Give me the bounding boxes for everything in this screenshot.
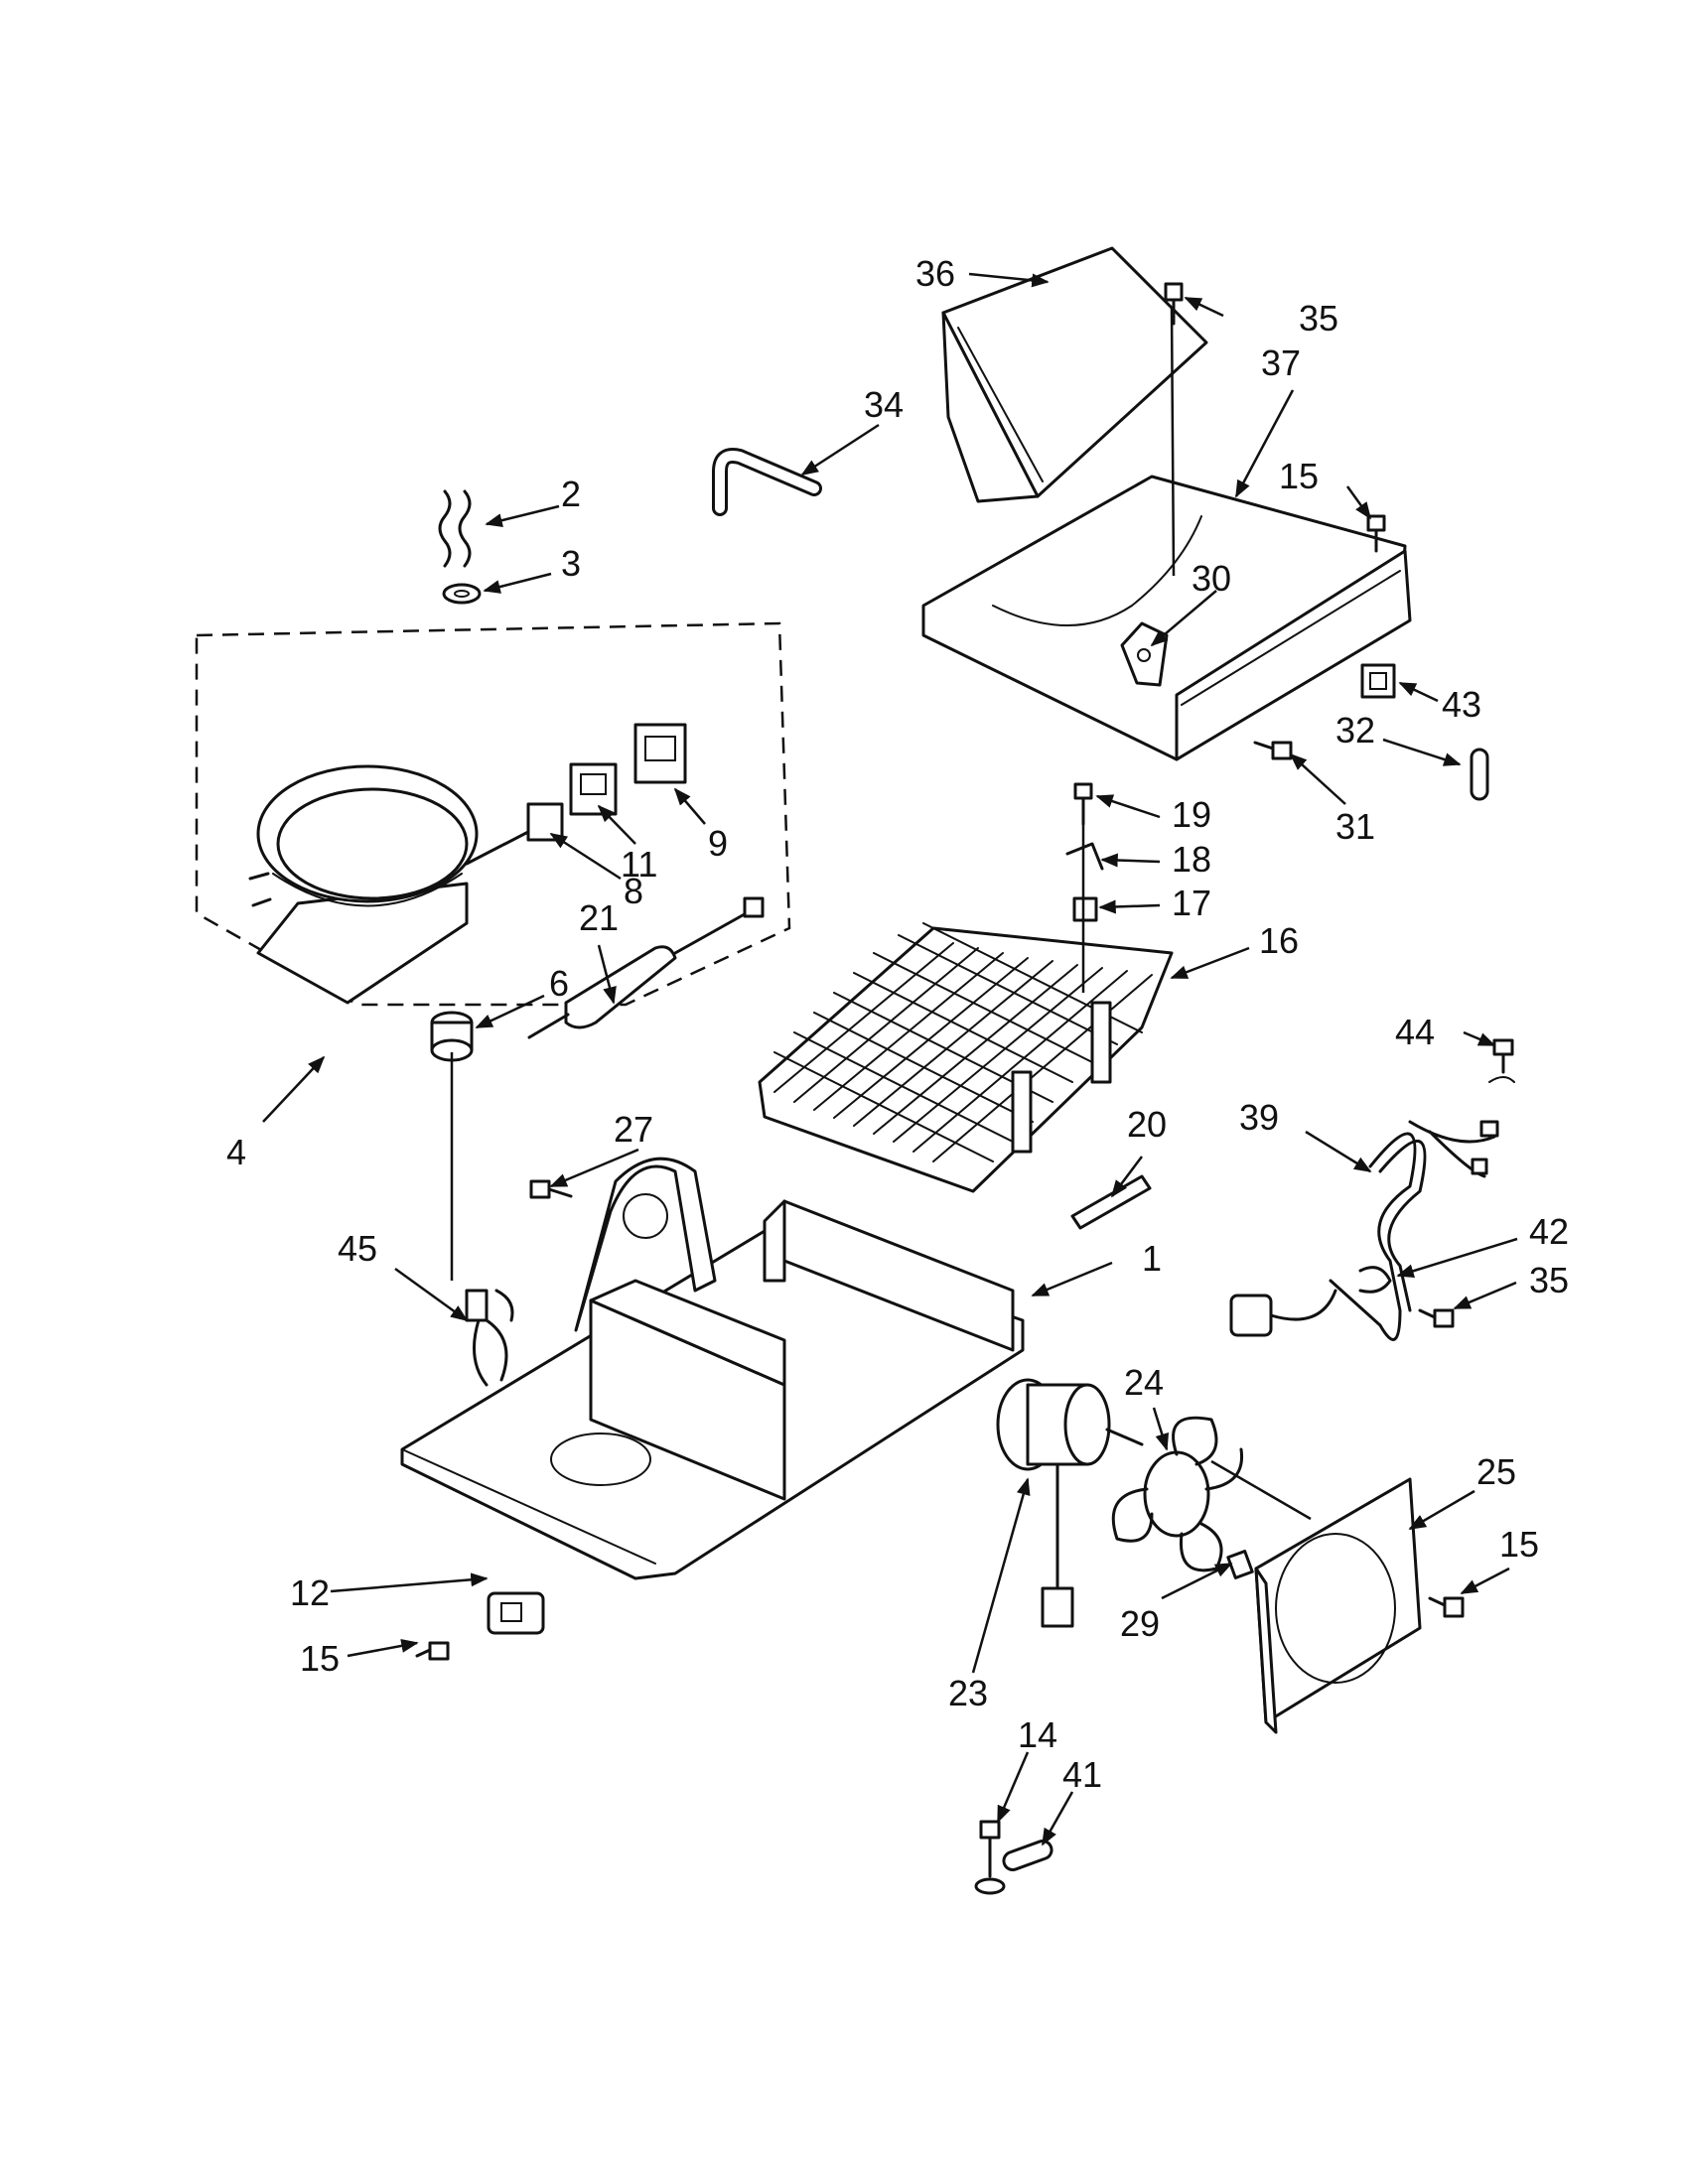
condenser-coil	[758, 922, 1174, 1193]
callout-45: 45	[338, 1228, 377, 1269]
callout-44: 41	[1062, 1754, 1102, 1795]
callout-leaders	[262, 272, 1518, 1846]
callout-3: 4	[226, 1132, 246, 1172]
callout-41: 42	[1529, 1211, 1569, 1252]
callout-36: 36	[915, 253, 955, 294]
overload-8	[465, 802, 564, 866]
screw-15-left	[415, 1641, 450, 1661]
callout-16: 16	[1259, 920, 1299, 961]
capacitor-21	[527, 896, 765, 1039]
cable-tie-20	[1070, 1174, 1152, 1230]
callout-31: 31	[1335, 806, 1375, 847]
screw-14	[974, 1820, 1006, 1895]
callout-15-left: 15	[300, 1638, 340, 1679]
callout-32: 32	[1335, 710, 1375, 751]
screw-35-top	[1164, 282, 1184, 326]
callout-15-right: 15	[1499, 1524, 1539, 1565]
callout-43: 44	[1395, 1012, 1435, 1052]
washer-4	[442, 583, 482, 605]
bracket-30	[1120, 621, 1169, 687]
callout-17: 17	[1172, 883, 1211, 923]
callout-20: 20	[1127, 1104, 1167, 1145]
screw-19	[1073, 782, 1093, 826]
fan-motor	[996, 1378, 1144, 1628]
base-pan	[400, 1157, 1025, 1580]
callout-19: 19	[1172, 794, 1211, 835]
callout-15-top: 15	[1279, 456, 1319, 496]
air-duct-cover	[941, 246, 1208, 503]
callout-11: 11	[621, 844, 657, 885]
callout-2: 2	[561, 474, 581, 514]
strap-44	[1002, 1840, 1053, 1871]
callout-1: 1	[1142, 1238, 1162, 1279]
callout-37: 37	[1261, 342, 1301, 383]
compressor-assembly-boundary	[195, 621, 791, 1007]
clip-18	[1065, 842, 1104, 871]
callout-39: 39	[1239, 1097, 1279, 1138]
connector-12	[487, 1591, 545, 1635]
clip-2	[438, 489, 472, 568]
callout-6: 6	[549, 963, 569, 1004]
callout-12: 12	[290, 1572, 330, 1613]
screw-35-right	[1418, 1308, 1455, 1328]
power-cord	[1229, 1120, 1499, 1341]
connector-42	[1360, 663, 1396, 699]
callout-30: 30	[1192, 558, 1231, 599]
callout-8: 8	[624, 871, 643, 911]
callout-9: 9	[708, 823, 728, 864]
callout-24: 24	[1124, 1362, 1164, 1403]
callout-18: 18	[1172, 839, 1211, 880]
screw-27	[529, 1179, 573, 1199]
cover-9	[633, 723, 687, 784]
callout-27: 27	[614, 1109, 653, 1150]
relay-11	[569, 762, 618, 816]
wiring-45	[465, 1289, 514, 1387]
callout-35-right: 35	[1529, 1260, 1569, 1300]
callout-29: 29	[1120, 1603, 1160, 1644]
screw-43	[1488, 1038, 1515, 1083]
screw-15-top	[1366, 514, 1386, 553]
screw-31	[1253, 741, 1293, 760]
callout-34: 34	[864, 384, 904, 425]
callout-labels: 36 35 37 34 15 2 3 30 43 32 31 9 11 8 21…	[226, 253, 1569, 1795]
pin-32	[1470, 748, 1489, 801]
callout-25: 25	[1476, 1451, 1516, 1492]
callout-42: 43	[1442, 684, 1481, 725]
clip-17	[1072, 896, 1098, 922]
callout-4: 3	[561, 543, 581, 584]
compressor	[248, 764, 479, 1005]
callout-14: 14	[1018, 1714, 1057, 1755]
screw-15-right	[1428, 1596, 1465, 1618]
callout-21: 21	[579, 897, 619, 938]
clamp-41	[1358, 1266, 1392, 1294]
callout-35-top: 35	[1299, 298, 1338, 339]
grommet-6	[430, 1011, 474, 1062]
fan-shroud	[1254, 1477, 1422, 1734]
callout-23: 23	[948, 1673, 988, 1713]
mounting-plate	[921, 307, 1412, 761]
